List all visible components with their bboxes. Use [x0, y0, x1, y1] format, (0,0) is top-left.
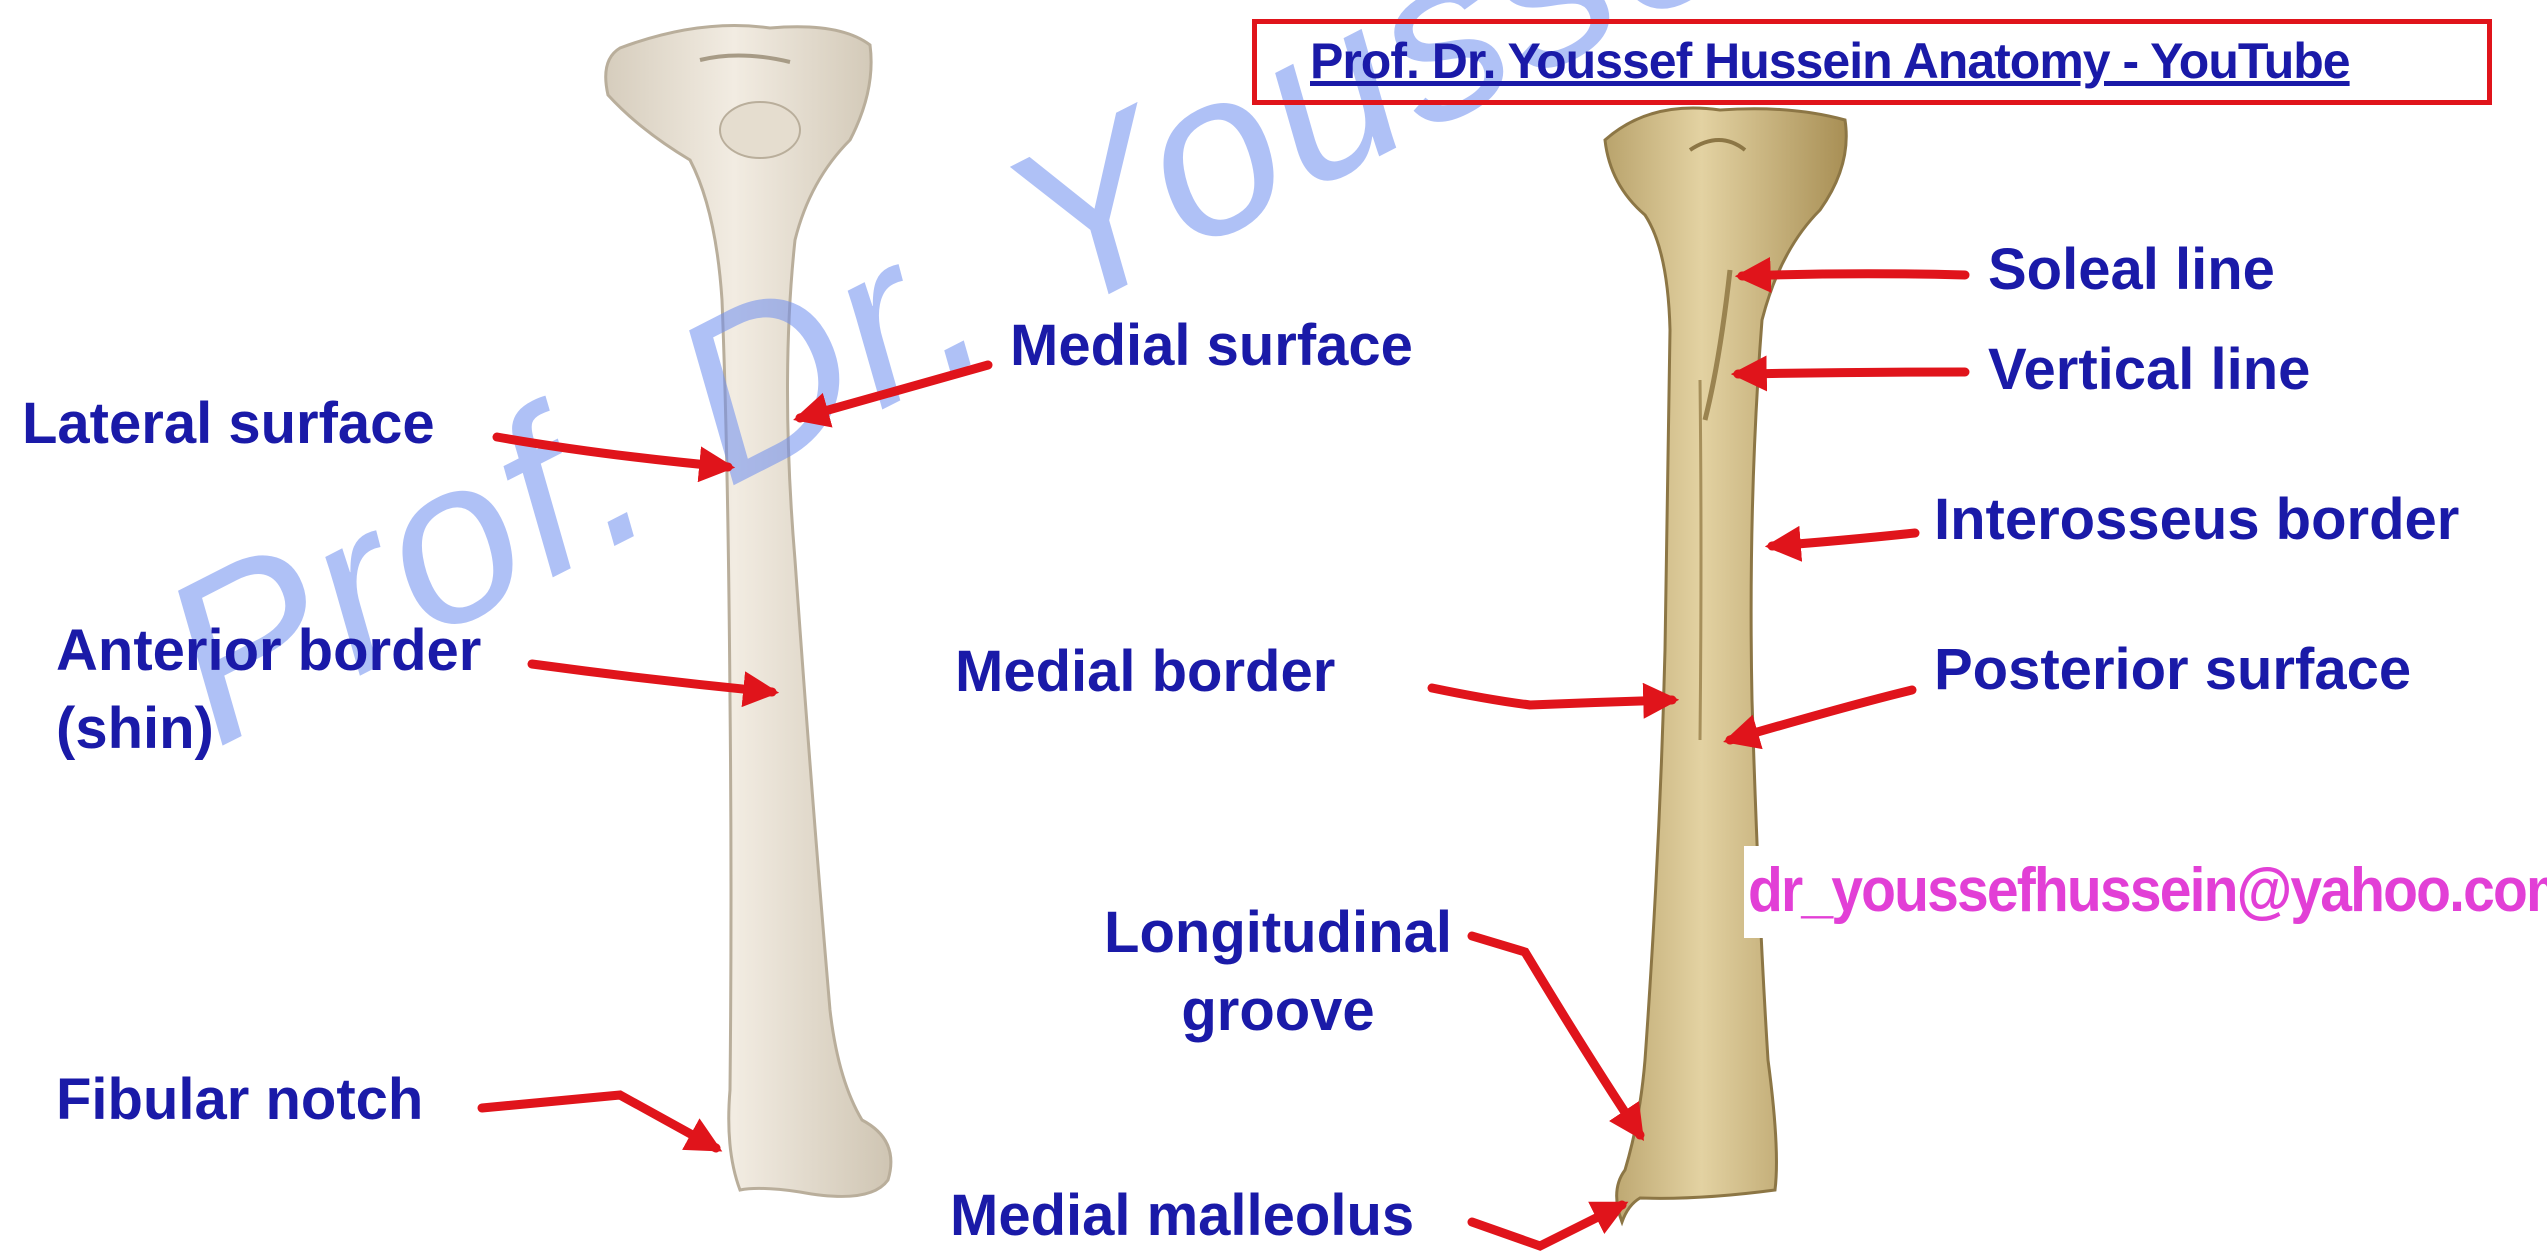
label-medial-border: Medial border [955, 636, 1335, 708]
label-lateral-surface: Lateral surface [22, 388, 435, 460]
label-posterior-surface: Posterior surface [1934, 634, 2411, 706]
label-fibular-notch: Fibular notch [56, 1064, 423, 1136]
arrow-medial-malleolus [1472, 1205, 1622, 1246]
email-address: dr_youssefhussein@yahoo.com [1748, 846, 2547, 936]
label-anterior-border-line2: (shin) [56, 690, 481, 768]
arrow-medial-surface [800, 365, 988, 418]
arrow-soleal-line [1742, 274, 1965, 276]
arrow-fibular-notch [482, 1095, 716, 1148]
arrow-longitudinal-groove [1472, 936, 1640, 1135]
label-medial-surface: Medial surface [1010, 310, 1413, 382]
arrow-medial-border [1432, 688, 1672, 705]
label-medial-malleolus: Medial malleolus [950, 1180, 1414, 1252]
arrow-posterior-surface [1730, 690, 1912, 740]
label-longitudinal-groove-line1: Longitudinal [1078, 894, 1478, 972]
arrow-lateral-surface [497, 437, 728, 467]
label-vertical-line: Vertical line [1988, 334, 2310, 406]
label-longitudinal-groove: Longitudinal groove [1078, 894, 1478, 1050]
page-title[interactable]: Prof. Dr. Youssef Hussein Anatomy - YouT… [1310, 26, 2350, 96]
label-longitudinal-groove-line2: groove [1078, 972, 1478, 1050]
label-anterior-border: Anterior border (shin) [56, 612, 481, 768]
arrow-vertical-line [1738, 372, 1965, 374]
arrow-anterior-border [532, 664, 772, 692]
label-anterior-border-line1: Anterior border [56, 612, 481, 690]
arrow-interosseus-border [1772, 533, 1915, 546]
label-soleal-line: Soleal line [1988, 234, 2275, 306]
label-interosseus-border: Interosseus border [1934, 484, 2459, 556]
